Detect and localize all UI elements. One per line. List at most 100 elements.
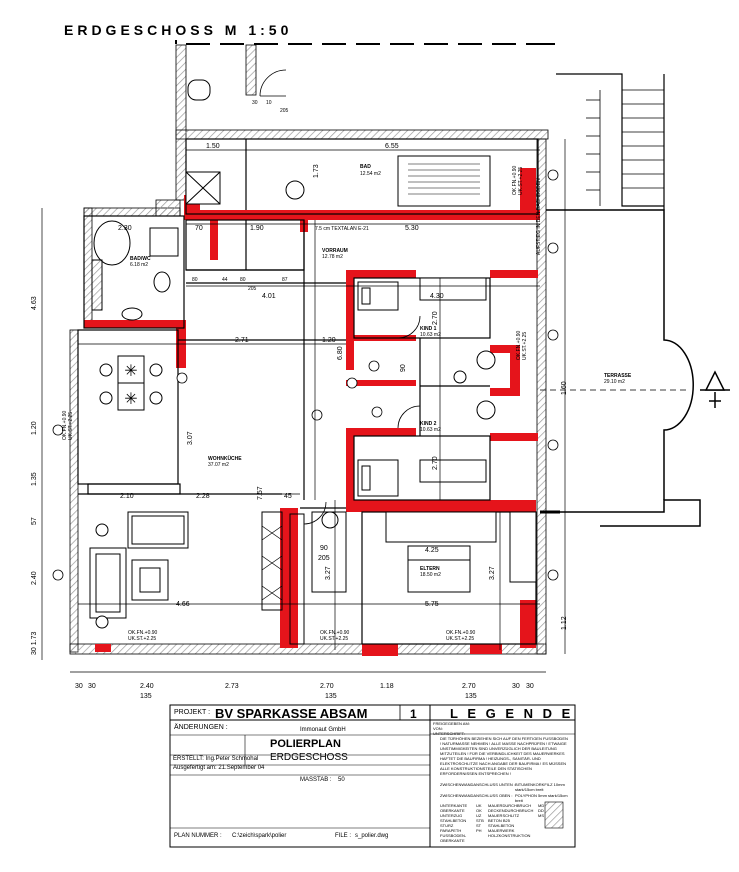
dim-bottom2-3: 135 xyxy=(465,693,477,700)
projekt-label: PROJEKT : xyxy=(174,709,211,716)
dim-row2-3: 1.90 xyxy=(250,225,264,232)
dim-wohn-2: 2.28 xyxy=(196,493,210,500)
plan-title: ERDGESCHOSS M 1:50 xyxy=(64,22,293,38)
legend-row-1: FREIGEGEBEN AM: xyxy=(433,721,470,726)
plan-name-1: POLIERPLAN xyxy=(270,738,341,750)
room-vorraum-name: VORRAUM xyxy=(322,248,348,254)
dimension-lines xyxy=(41,139,566,673)
room-badwc-name: BAD/WC xyxy=(130,256,151,262)
svg-text:OK.FN.+0.90: OK.FN.+0.90 xyxy=(62,410,68,440)
zw-unten-label: ZWISCHENWANDANSCHLUSS UNTEN : xyxy=(440,782,515,787)
dim-v-8: 1.73 xyxy=(313,164,320,178)
legend-row-3: UNTERSCHRIFT: xyxy=(433,731,465,736)
kitchen-counter xyxy=(261,511,305,645)
dim-mid-1: 4.01 xyxy=(262,293,276,300)
dim-s-2: 80 xyxy=(240,277,246,283)
room-kind2-name: KIND 2 xyxy=(420,421,437,427)
file-value: s_polier.dwg xyxy=(355,833,389,839)
dim-mid-3: 1.20 xyxy=(322,337,336,344)
room-eltern-area: 18.50 m2 xyxy=(420,572,441,578)
svg-text:UK.ST.+2.25: UK.ST.+2.25 xyxy=(522,332,528,360)
dim-mid-5: 4.30 xyxy=(430,293,444,300)
dim-row2-5: 5.30 xyxy=(405,225,419,232)
dim-left-1: 4.63 xyxy=(31,296,38,310)
dim-v-3: 3.27 xyxy=(325,566,332,580)
bearing-walls xyxy=(84,168,540,656)
living-furniture xyxy=(89,511,189,629)
svg-text:OK.FN.+0.90: OK.FN.+0.90 xyxy=(446,630,476,636)
title-block-frame xyxy=(169,704,576,848)
dim-inner-1: 4.66 xyxy=(176,601,190,608)
legend-notes: DIE TÜRHÖHEN BEZIEHEN SICH AUF DEN FERTI… xyxy=(440,736,568,776)
room-vorraum-area: 12.78 m2 xyxy=(322,254,343,260)
svg-text:UK.ST.+2.25: UK.ST.+2.25 xyxy=(518,167,524,195)
dim-s-8: 205 xyxy=(280,108,289,114)
dim-v-5: 1.60 xyxy=(561,381,568,395)
dim-bottom-5: 2.70 xyxy=(320,683,334,690)
svg-text:✳: ✳ xyxy=(124,363,137,380)
svg-text:OK.FN.+0.90: OK.FN.+0.90 xyxy=(320,630,350,636)
dim-bottom-2: 30 xyxy=(88,683,96,690)
plan-name-2: ERDGESCHOSS xyxy=(270,752,348,763)
masstab-label: MASSTAB : xyxy=(300,777,332,783)
svg-text:UK.ST.+2.25: UK.ST.+2.25 xyxy=(68,412,74,440)
room-bad-name: BAD xyxy=(360,164,371,170)
dim-wohn-3: 45 xyxy=(284,493,292,500)
dim-inner-3: 4.25 xyxy=(425,547,439,554)
dim-bottom-1: 30 xyxy=(75,683,83,690)
svg-text:UK.ST.+2.25: UK.ST.+2.25 xyxy=(446,636,474,642)
dim-left-5: 2.40 xyxy=(31,571,38,585)
dim-s-3: 87 xyxy=(282,277,288,283)
dim-inner-2: 5.75 xyxy=(425,601,439,608)
section-marker-a xyxy=(700,370,730,408)
dim-mid-4: 6.80 xyxy=(337,346,344,360)
dim-bottom-9: 30 xyxy=(526,683,534,690)
dim-top-2: 6.55 xyxy=(385,143,399,150)
dim-left-2: 1.20 xyxy=(31,421,38,435)
dim-wohn-1: 2.10 xyxy=(120,493,134,500)
room-wohn-area: 37.07 m2 xyxy=(208,462,229,468)
svg-text:OK.FN.+0.90: OK.FN.+0.90 xyxy=(516,330,522,360)
erstellt-text: ERSTELLT: Ing.Peter Schmohal xyxy=(173,756,259,762)
interior-partitions xyxy=(77,138,539,645)
dim-bottom-3: 2.40 xyxy=(140,683,154,690)
room-kind2-area: 10.63 m2 xyxy=(420,427,441,433)
room-labels: BAD 12.54 m2 BAD/WC 6.18 m2 VORRAUM 12.7… xyxy=(130,164,632,578)
zw-unten-value: BITUMENKORKFILZ 10mm stark/15cm breit xyxy=(515,782,565,792)
dim-v-9: 90 xyxy=(400,364,407,372)
dim-s-4: 80 xyxy=(192,277,198,283)
file-label: FILE : xyxy=(335,833,352,839)
dim-v-6: 2.70 xyxy=(432,311,439,325)
dim-bottom2-1: 135 xyxy=(140,693,152,700)
firm-name: Immonaut GmbH xyxy=(300,727,346,733)
dimension-texts: 1.50 6.55 2.30 70 1.90 7.5 cm TEXTALAN E… xyxy=(31,100,568,700)
room-wohn-name: WOHNKÜCHE xyxy=(208,455,242,462)
bathtub-upper xyxy=(185,79,491,207)
room-bad-area: 12.54 m2 xyxy=(360,171,381,177)
dining-table: ✳ ✳ xyxy=(99,355,163,411)
dim-s-7: 10 xyxy=(266,100,272,106)
svg-text:OK.FN.+0.90: OK.FN.+0.90 xyxy=(128,630,158,636)
dim-v-7: 2.70 xyxy=(432,456,439,470)
svg-text:✳: ✳ xyxy=(124,391,137,408)
terrace-and-stairs xyxy=(540,73,701,527)
beds-and-wardrobes xyxy=(311,277,537,593)
dim-left-4: 57 xyxy=(31,517,38,525)
aufstieg-label: AUFSTIEG IN DEN DACHBODEN xyxy=(536,178,542,255)
dim-s-1: 44 xyxy=(222,277,228,283)
dim-v-1: 3.07 xyxy=(187,431,194,445)
dim-s-5: 205 xyxy=(248,286,257,292)
bathroom-left xyxy=(91,220,179,321)
door-swings xyxy=(259,69,421,525)
legend-title: L E G E N D E xyxy=(450,706,574,721)
dim-v-4: 3.27 xyxy=(489,566,496,580)
projekt-name: BV SPARKASSE ABSAM xyxy=(215,706,368,721)
exterior-walls xyxy=(69,44,549,655)
dim-bottom-8: 30 xyxy=(512,683,520,690)
